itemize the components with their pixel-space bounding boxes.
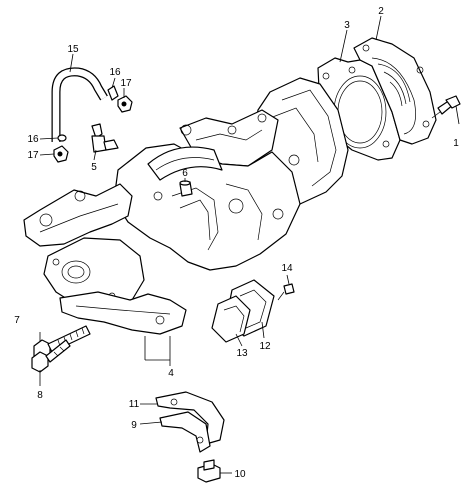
crankcase-housing xyxy=(113,77,349,271)
leader-lines xyxy=(39,15,460,474)
callout-11: 11 xyxy=(129,399,140,410)
callout-3: 3 xyxy=(344,20,350,31)
dowel-pin-part-6 xyxy=(179,180,193,197)
clip-part-16-upper xyxy=(107,85,119,101)
bracket-part-9 xyxy=(159,411,211,453)
callout-1: 1 xyxy=(453,138,459,149)
hose-part-15 xyxy=(51,67,108,142)
callout-15: 15 xyxy=(67,44,79,55)
nut-part-17-left xyxy=(53,145,69,163)
bolt-part-14 xyxy=(277,283,295,301)
fitting-part-5 xyxy=(91,123,119,153)
callout-6: 6 xyxy=(182,168,188,179)
bolt-part-10 xyxy=(197,459,221,483)
front-flange xyxy=(23,183,145,309)
gasket-part-13 xyxy=(211,295,251,343)
callout-10: 10 xyxy=(234,469,246,480)
callout-16-upper: 16 xyxy=(109,67,121,78)
clip-part-16-left xyxy=(57,134,67,142)
nut-part-17-upper xyxy=(117,95,133,113)
callout-17-left: 17 xyxy=(27,150,39,161)
callout-7: 7 xyxy=(14,315,20,326)
callout-17-upper: 17 xyxy=(120,78,132,89)
callout-13: 13 xyxy=(236,348,248,359)
callout-9: 9 xyxy=(131,420,137,431)
callout-2: 2 xyxy=(378,6,384,17)
callout-5: 5 xyxy=(91,162,97,173)
callout-8: 8 xyxy=(37,390,43,401)
cover-plate-part-2 xyxy=(353,37,437,145)
callout-4: 4 xyxy=(168,368,174,379)
callout-12: 12 xyxy=(259,341,271,352)
bolt-part-1 xyxy=(431,95,461,119)
lower-bracket xyxy=(59,291,187,335)
callout-16-left: 16 xyxy=(27,134,39,145)
bolt-part-8 xyxy=(31,339,71,373)
callout-14: 14 xyxy=(281,263,293,274)
